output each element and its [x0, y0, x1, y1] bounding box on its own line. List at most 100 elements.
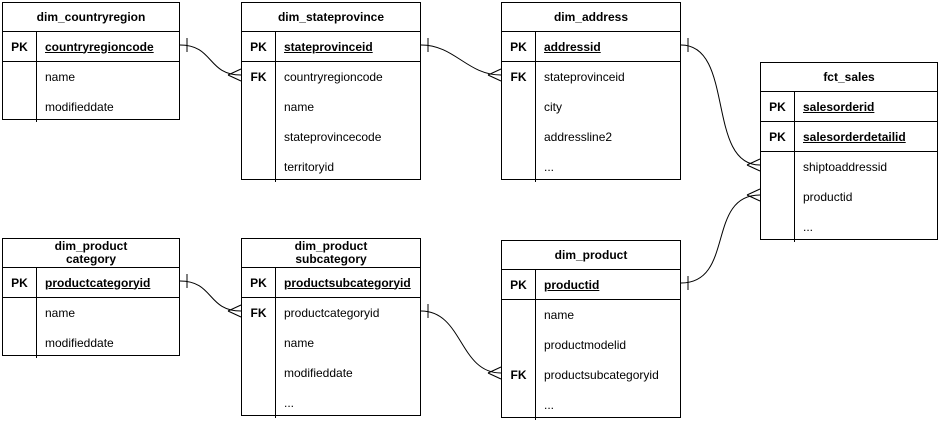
- column-name: productid: [803, 190, 853, 204]
- pk-label: PK: [769, 99, 786, 114]
- connector-countryregion-stateprovince[interactable]: [179, 38, 242, 82]
- connector-product-fctsales[interactable]: [680, 188, 761, 290]
- connector-line: [680, 194, 761, 284]
- connector-address-fctsales[interactable]: [680, 38, 761, 172]
- column-name: productid: [544, 277, 600, 292]
- table-row: ...: [761, 212, 937, 242]
- column-name: addressid: [544, 39, 601, 54]
- crow-foot-icon: [746, 158, 761, 172]
- entity-title: dim_product category: [3, 239, 179, 268]
- table-row: shiptoaddressid: [761, 152, 937, 182]
- table-row: modifieddate: [3, 328, 179, 358]
- table-row: city: [502, 92, 680, 122]
- connector-stateprovince-address[interactable]: [420, 38, 502, 82]
- column-name: city: [544, 100, 562, 114]
- table-row: territoryid: [242, 152, 420, 182]
- table-row: ...: [502, 152, 680, 182]
- connector-line: [680, 44, 761, 166]
- key-label: [761, 182, 794, 212]
- connector-subcategory-product[interactable]: [420, 304, 502, 380]
- column-name: modifieddate: [45, 100, 114, 114]
- table-row: PK salesorderdetailid: [761, 122, 937, 152]
- column-name: stateprovinceid: [544, 70, 625, 84]
- key-label: [242, 152, 275, 182]
- column-name: ...: [544, 398, 555, 412]
- table-row: FK countryregioncode: [242, 62, 420, 92]
- key-label: [3, 92, 36, 122]
- table-row: PK addressid: [502, 32, 680, 62]
- table-row: PK productid: [502, 270, 680, 300]
- connector-line: [420, 44, 502, 76]
- table-row: name: [242, 92, 420, 122]
- table-row: modifieddate: [3, 92, 179, 122]
- column-name: productmodelid: [544, 338, 627, 352]
- table-row: ...: [242, 388, 420, 418]
- entity-title: dim_countryregion: [3, 3, 179, 32]
- entity-dim-stateprovince[interactable]: dim_stateprovince PK stateprovinceid FK …: [241, 2, 421, 182]
- key-label: [242, 122, 275, 152]
- key-label: [761, 212, 794, 242]
- entity-dim-address[interactable]: dim_address PK addressid FK stateprovinc…: [501, 2, 681, 182]
- column-name: name: [45, 306, 76, 320]
- table-row: addressline2: [502, 122, 680, 152]
- column-name: ...: [544, 160, 555, 174]
- table-row: PK stateprovinceid: [242, 32, 420, 62]
- table-row: PK countryregioncode: [3, 32, 179, 62]
- column-name: salesorderdetailid: [803, 129, 906, 144]
- column-name: addressline2: [544, 130, 613, 144]
- pk-label: PK: [250, 39, 267, 54]
- fk-label: FK: [250, 70, 267, 84]
- key-label: [502, 92, 535, 122]
- table-row: stateprovincecode: [242, 122, 420, 152]
- fk-label: FK: [510, 368, 527, 382]
- crow-foot-icon: [487, 68, 502, 82]
- entity-title: fct_sales: [761, 63, 937, 92]
- pk-label: PK: [250, 275, 267, 290]
- key-label: [242, 358, 275, 388]
- table-row: name: [3, 62, 179, 92]
- key-label: [3, 62, 36, 92]
- entity-dim-product-category[interactable]: dim_product category PK productcategoryi…: [2, 238, 180, 358]
- entity-dim-product-subcategory[interactable]: dim_product subcategory PK productsubcat…: [241, 238, 421, 418]
- table-row: FK productsubcategoryid: [502, 360, 680, 390]
- table-row: PK productcategoryid: [3, 268, 179, 298]
- connector-line: [179, 44, 242, 76]
- column-name: stateprovinceid: [284, 39, 373, 54]
- pk-label: PK: [510, 39, 527, 54]
- table-row: PK salesorderid: [761, 92, 937, 122]
- entity-title: dim_product: [502, 241, 680, 270]
- pk-label: PK: [11, 39, 28, 54]
- column-name: name: [45, 70, 76, 84]
- entity-fct-sales[interactable]: fct_sales PK salesorderid PK salesorderd…: [760, 62, 938, 242]
- column-name: modifieddate: [284, 366, 353, 380]
- connector-category-subcategory[interactable]: [179, 274, 242, 318]
- entity-title: dim_product subcategory: [242, 239, 420, 268]
- column-name: salesorderid: [803, 99, 875, 114]
- column-name: productcategoryid: [45, 275, 151, 290]
- fk-label: FK: [250, 306, 267, 320]
- pk-label: PK: [510, 277, 527, 292]
- crow-foot-icon: [227, 304, 242, 318]
- entity-title: dim_address: [502, 3, 680, 32]
- column-name: modifieddate: [45, 336, 114, 350]
- table-row: FK stateprovinceid: [502, 62, 680, 92]
- column-name: territoryid: [284, 160, 335, 174]
- column-name: productsubcategoryid: [284, 275, 411, 290]
- pk-label: PK: [11, 275, 28, 290]
- table-row: productmodelid: [502, 330, 680, 360]
- column-name: stateprovincecode: [284, 130, 382, 144]
- entity-dim-countryregion[interactable]: dim_countryregion PK countryregioncode n…: [2, 2, 180, 122]
- column-name: countryregioncode: [45, 39, 154, 54]
- column-name: productsubcategoryid: [544, 368, 659, 382]
- table-row: name: [242, 328, 420, 358]
- entity-dim-product[interactable]: dim_product PK productid name productmod…: [501, 240, 681, 420]
- table-row: productid: [761, 182, 937, 212]
- key-label: [242, 328, 275, 358]
- key-label: [3, 328, 36, 358]
- column-name: ...: [803, 220, 814, 234]
- column-name: shiptoaddressid: [803, 160, 888, 174]
- key-label: [3, 298, 36, 328]
- entity-title: dim_stateprovince: [242, 3, 420, 32]
- pk-label: PK: [769, 129, 786, 144]
